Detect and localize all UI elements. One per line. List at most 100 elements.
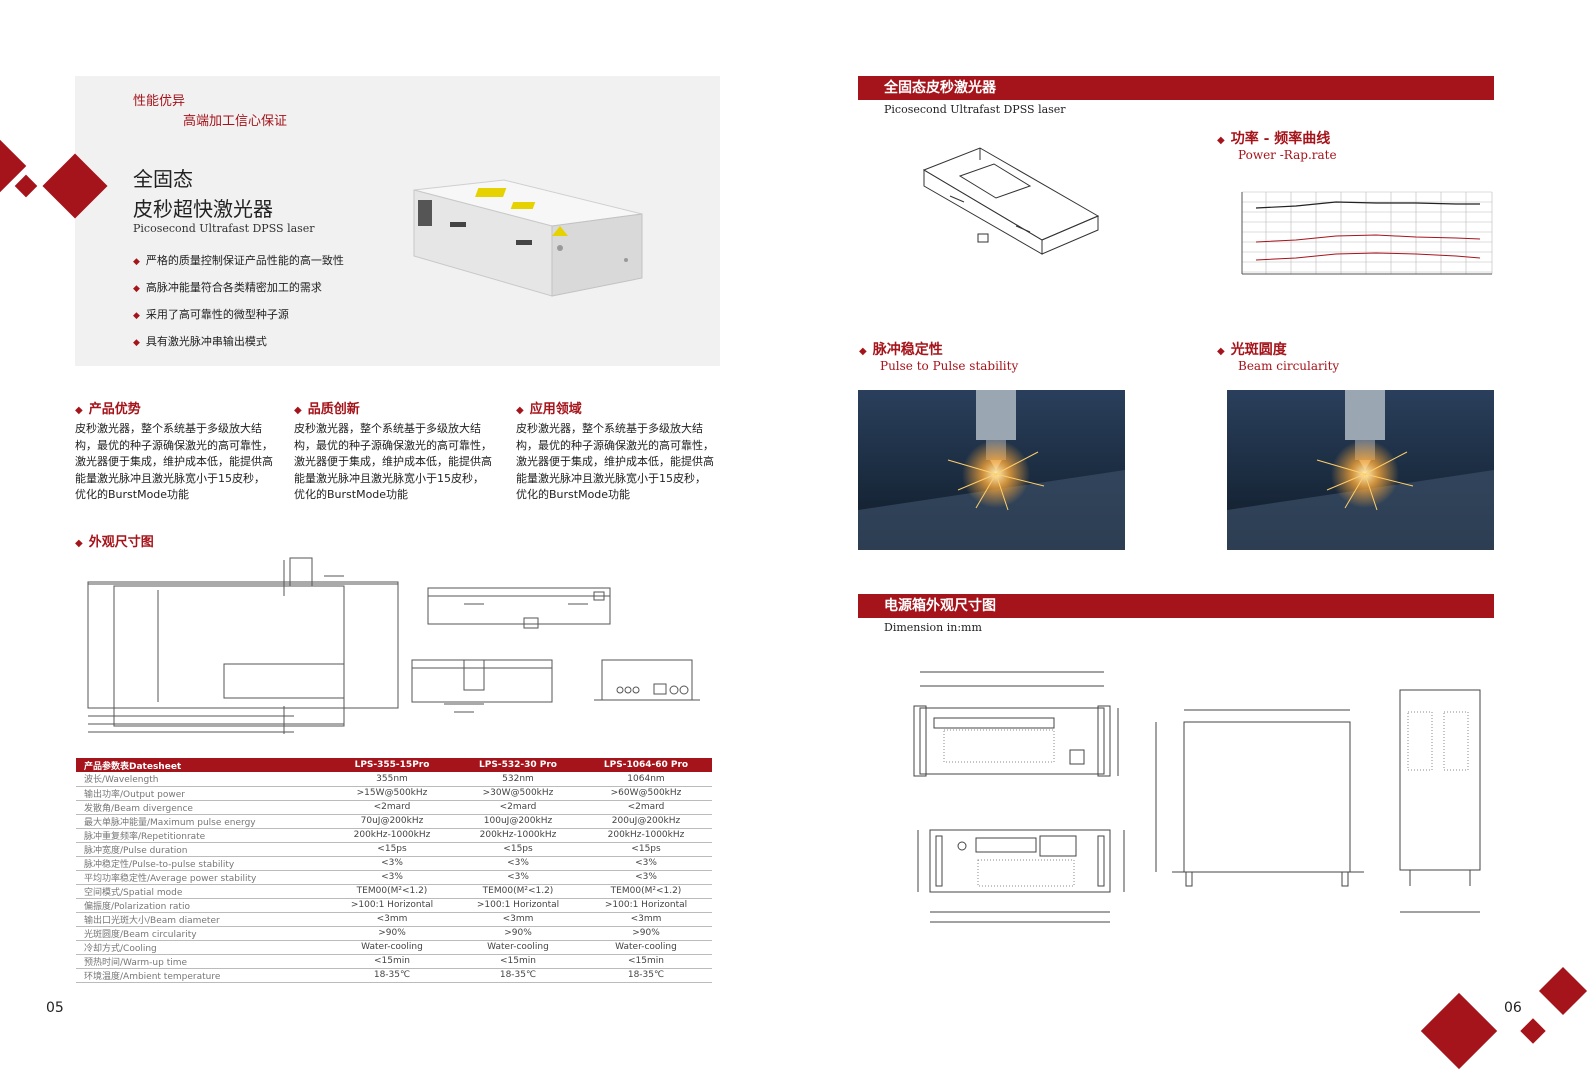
table-row: 平均功率稳定性/Average power stability<3%<3%<3% bbox=[76, 870, 712, 885]
hero-bullet: ◆采用了高可靠性的微型种子源 bbox=[133, 308, 289, 321]
feature-text-innovation: 皮秒激光器，整个系统基于多级放大结构，最优的种子源确保激光的高可靠性，激光器便于… bbox=[294, 422, 492, 501]
laser-product-image bbox=[413, 179, 643, 297]
decor-diamond-small bbox=[14, 174, 38, 198]
param-value-cell: Water-cooling bbox=[456, 940, 580, 955]
power-curve-chart bbox=[1241, 191, 1493, 275]
decor-diamond-large-right bbox=[1420, 992, 1498, 1070]
feature-title-innovation: ◆品质创新 bbox=[294, 402, 360, 417]
param-name-cell: 冷却方式/Cooling bbox=[76, 940, 328, 955]
param-name-cell: 最大单脉冲能量/Maximum pulse energy bbox=[76, 814, 328, 829]
param-name-cell: 脉冲重复频率/Repetitionrate bbox=[76, 828, 328, 843]
param-value-cell: <3% bbox=[456, 856, 580, 871]
param-value-cell: <15ps bbox=[580, 842, 712, 857]
hero-tag-quality: 高端加工信心保证 bbox=[183, 114, 288, 129]
datasheet-header: LPS-1064-60 Pro bbox=[580, 758, 712, 772]
param-value-cell: TEM00(M²<1.2) bbox=[456, 884, 580, 899]
table-row: 预热时间/Warm-up time<15min<15min<15min bbox=[76, 954, 712, 969]
param-value-cell: >100:1 Horizontal bbox=[456, 898, 580, 913]
diamond-bullet-icon: ◆ bbox=[133, 338, 140, 348]
decor-diamond-small-right bbox=[1520, 1018, 1546, 1044]
param-name-cell: 脉冲宽度/Pulse duration bbox=[76, 842, 328, 857]
dimension-drawings bbox=[87, 557, 700, 734]
datasheet-header-row: 产品参数表Datesheet LPS-355-15Pro LPS-532-30 … bbox=[76, 758, 712, 772]
param-value-cell: <3% bbox=[328, 856, 456, 871]
param-value-cell: <3% bbox=[456, 870, 580, 885]
param-value-cell: TEM00(M²<1.2) bbox=[580, 884, 712, 899]
datasheet-header: LPS-532-30 Pro bbox=[456, 758, 580, 772]
param-value-cell: 100uJ@200kHz bbox=[456, 814, 580, 829]
param-name-cell: 平均功率稳定性/Average power stability bbox=[76, 870, 328, 885]
decor-diamond-edge-right bbox=[1538, 966, 1588, 1016]
table-row: 发散角/Beam divergence<2mard<2mard<2mard bbox=[76, 800, 712, 815]
dimensions-title: ◆外观尺寸图 bbox=[75, 535, 154, 550]
param-value-cell: 355nm bbox=[328, 772, 456, 787]
param-value-cell: 18-35℃ bbox=[328, 968, 456, 983]
param-value-cell: 532nm bbox=[456, 772, 580, 787]
param-value-cell: <15min bbox=[328, 954, 456, 969]
diamond-bullet-icon: ◆ bbox=[1217, 346, 1225, 357]
table-row: 光斑圆度/Beam circularity>90%>90%>90% bbox=[76, 926, 712, 941]
param-name-cell: 光斑圆度/Beam circularity bbox=[76, 926, 328, 941]
param-value-cell: 18-35℃ bbox=[456, 968, 580, 983]
param-value-cell: <2mard bbox=[328, 800, 456, 815]
hero-title-line2: 皮秒超快激光器 bbox=[133, 197, 273, 221]
datasheet-header: LPS-355-15Pro bbox=[328, 758, 456, 772]
param-value-cell: <2mard bbox=[456, 800, 580, 815]
diamond-bullet-icon: ◆ bbox=[133, 311, 140, 321]
laser-cutting-photo-2 bbox=[1227, 390, 1494, 550]
pulse-stability-title: ◆脉冲稳定性 bbox=[859, 342, 943, 358]
param-value-cell: <3% bbox=[328, 870, 456, 885]
param-value-cell: 200kHz-1000kHz bbox=[580, 828, 712, 843]
param-value-cell: <15ps bbox=[328, 842, 456, 857]
param-name-cell: 偏振度/Polarization ratio bbox=[76, 898, 328, 913]
param-value-cell: <2mard bbox=[580, 800, 712, 815]
param-name-cell: 空间模式/Spatial mode bbox=[76, 884, 328, 899]
hero-bullet: ◆严格的质量控制保证产品性能的高一致性 bbox=[133, 254, 344, 267]
param-value-cell: <15ps bbox=[456, 842, 580, 857]
param-value-cell: <15min bbox=[580, 954, 712, 969]
power-curve-title: ◆功率 - 频率曲线 bbox=[1217, 131, 1331, 147]
param-value-cell: >60W@500kHz bbox=[580, 786, 712, 801]
hero-title-line1: 全固态 bbox=[133, 167, 193, 191]
section-banner-laser-sub: Picosecond Ultrafast DPSS laser bbox=[884, 103, 1066, 116]
diamond-bullet-icon: ◆ bbox=[1217, 135, 1225, 146]
powerbox-dimension-drawings bbox=[913, 671, 1481, 923]
datasheet-header: 产品参数表Datesheet bbox=[76, 758, 328, 772]
feature-title-advantage: ◆产品优势 bbox=[75, 402, 141, 417]
page-number-right: 06 bbox=[1504, 1000, 1522, 1016]
param-value-cell: >15W@500kHz bbox=[328, 786, 456, 801]
diamond-bullet-icon: ◆ bbox=[75, 405, 83, 416]
param-value-cell: Water-cooling bbox=[580, 940, 712, 955]
feature-text-application: 皮秒激光器，整个系统基于多级放大结构，最优的种子源确保激光的高可靠性，激光器便于… bbox=[516, 422, 714, 501]
param-name-cell: 波长/Wavelength bbox=[76, 772, 328, 787]
section-banner-laser: 全固态皮秒激光器 bbox=[858, 76, 1494, 100]
param-value-cell: <3% bbox=[580, 870, 712, 885]
page-number-left: 05 bbox=[46, 1000, 64, 1016]
param-value-cell: <3% bbox=[580, 856, 712, 871]
param-value-cell: 200kHz-1000kHz bbox=[328, 828, 456, 843]
param-value-cell: >100:1 Horizontal bbox=[580, 898, 712, 913]
param-value-cell: <3mm bbox=[456, 912, 580, 927]
feature-title-application: ◆应用领域 bbox=[516, 402, 582, 417]
diamond-bullet-icon: ◆ bbox=[133, 284, 140, 294]
table-row: 脉冲宽度/Pulse duration<15ps<15ps<15ps bbox=[76, 842, 712, 857]
table-row: 空间模式/Spatial mode TEM00(M²<1.2)TEM00(M²<1… bbox=[76, 884, 712, 899]
param-value-cell: >90% bbox=[456, 926, 580, 941]
hero-subtitle: Picosecond Ultrafast DPSS laser bbox=[133, 222, 315, 235]
param-name-cell: 环境温度/Ambient temperature bbox=[76, 968, 328, 983]
table-row: 输出功率/Output power>15W@500kHz>30W@500kHz>… bbox=[76, 786, 712, 801]
param-value-cell: 200uJ@200kHz bbox=[580, 814, 712, 829]
laser-line-drawing bbox=[922, 147, 1100, 255]
laser-cutting-photo-1 bbox=[858, 390, 1125, 550]
param-name-cell: 预热时间/Warm-up time bbox=[76, 954, 328, 969]
hero-tag-performance: 性能优异 bbox=[133, 94, 186, 109]
hero-bullet: ◆高脉冲能量符合各类精密加工的需求 bbox=[133, 281, 322, 294]
param-name-cell: 发散角/Beam divergence bbox=[76, 800, 328, 815]
hero-bullet: ◆具有激光脉冲串输出模式 bbox=[133, 335, 267, 348]
beam-circularity-title: ◆光斑圆度 bbox=[1217, 342, 1287, 358]
